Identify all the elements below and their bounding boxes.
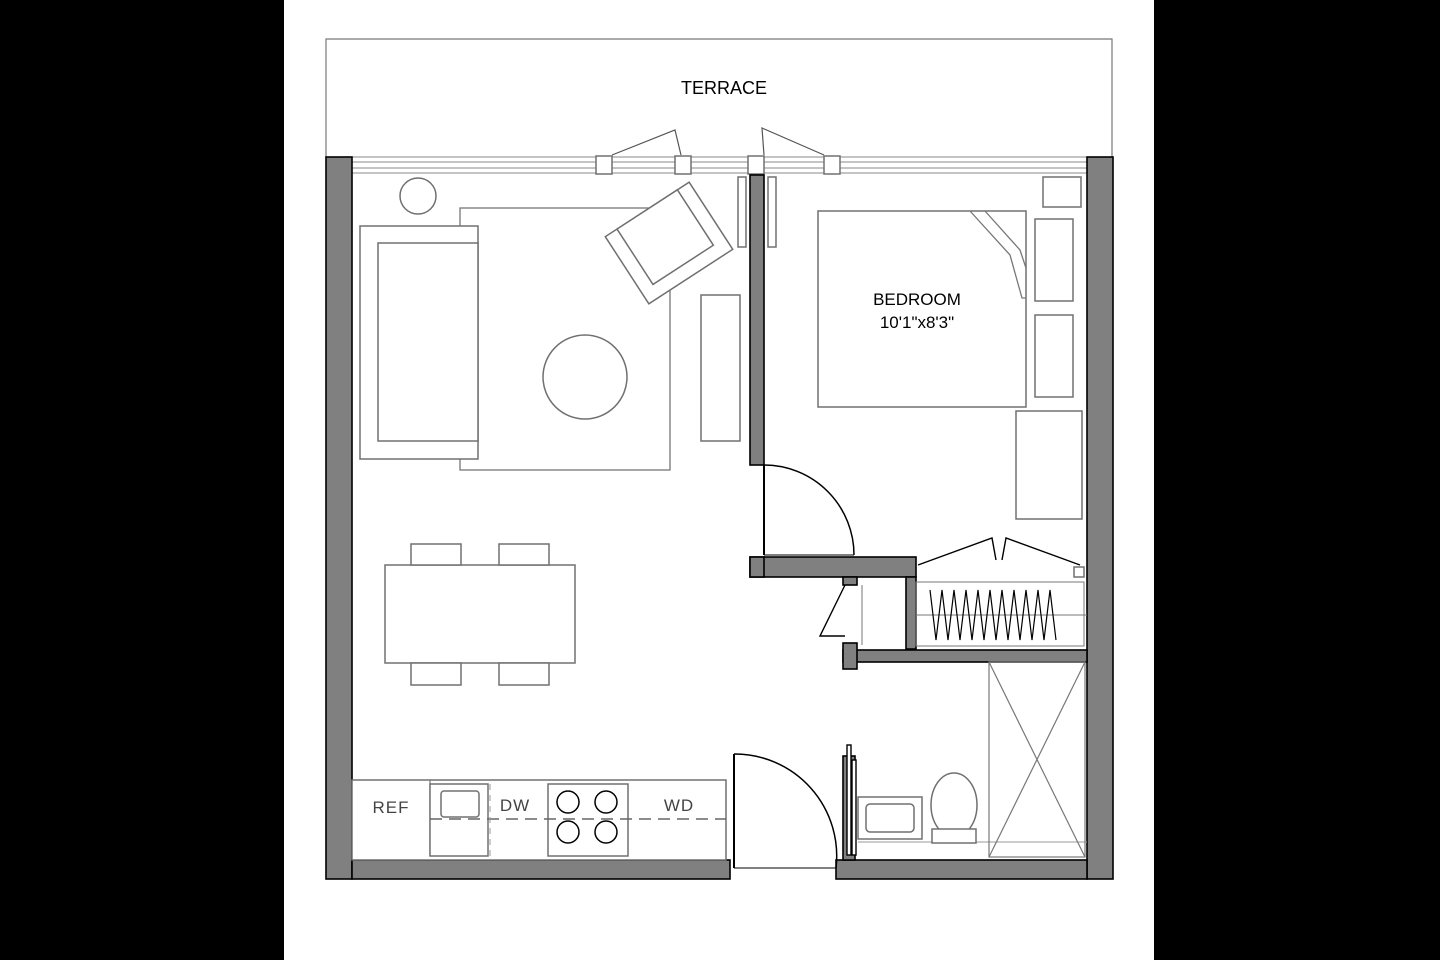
bed bbox=[817, 210, 1027, 408]
dining-chair bbox=[498, 662, 550, 686]
terrace-glazing bbox=[351, 127, 1088, 175]
side-table bbox=[399, 177, 437, 215]
burner bbox=[556, 790, 580, 814]
sofa bbox=[359, 225, 479, 460]
dining-chair bbox=[410, 543, 462, 566]
terrace-label: TERRACE bbox=[681, 78, 767, 98]
appliance-dw-label: DW bbox=[500, 796, 530, 815]
dining-chair bbox=[498, 543, 550, 566]
appliance-wd-label: WD bbox=[664, 796, 694, 815]
nightstand bbox=[1042, 176, 1082, 208]
coffee-table bbox=[542, 334, 628, 420]
media-console bbox=[700, 294, 741, 442]
burner bbox=[594, 790, 618, 814]
closet bbox=[818, 537, 1087, 647]
kitchen-counter bbox=[351, 779, 727, 861]
walls bbox=[325, 156, 1114, 880]
floor-plan-drawing: TERRACE bbox=[325, 38, 1114, 880]
pillow bbox=[1034, 314, 1074, 398]
dining-table bbox=[384, 564, 576, 664]
terrace-area: TERRACE bbox=[325, 38, 1113, 157]
dining-set bbox=[384, 543, 576, 686]
toilet bbox=[930, 772, 978, 844]
dresser bbox=[1015, 410, 1083, 520]
pillow bbox=[1034, 218, 1074, 302]
burner bbox=[556, 820, 580, 844]
kitchen: REF DW WD bbox=[351, 779, 727, 861]
floor-plan-sheet: TERRACE bbox=[284, 0, 1154, 960]
entry-door bbox=[733, 753, 838, 869]
bedroom-label: BEDROOM bbox=[873, 290, 961, 309]
living-room bbox=[359, 176, 777, 471]
dining-chair bbox=[410, 662, 462, 686]
appliance-ref-label: REF bbox=[373, 798, 410, 817]
bedroom-dimensions: 10'1"x8'3" bbox=[880, 313, 954, 332]
burner bbox=[594, 820, 618, 844]
armchair bbox=[604, 181, 734, 305]
bedroom-door bbox=[763, 464, 855, 556]
bathroom bbox=[846, 661, 1087, 858]
bedroom: BEDROOM 10'1"x8'3" bbox=[817, 176, 1083, 520]
shower bbox=[988, 661, 1086, 858]
